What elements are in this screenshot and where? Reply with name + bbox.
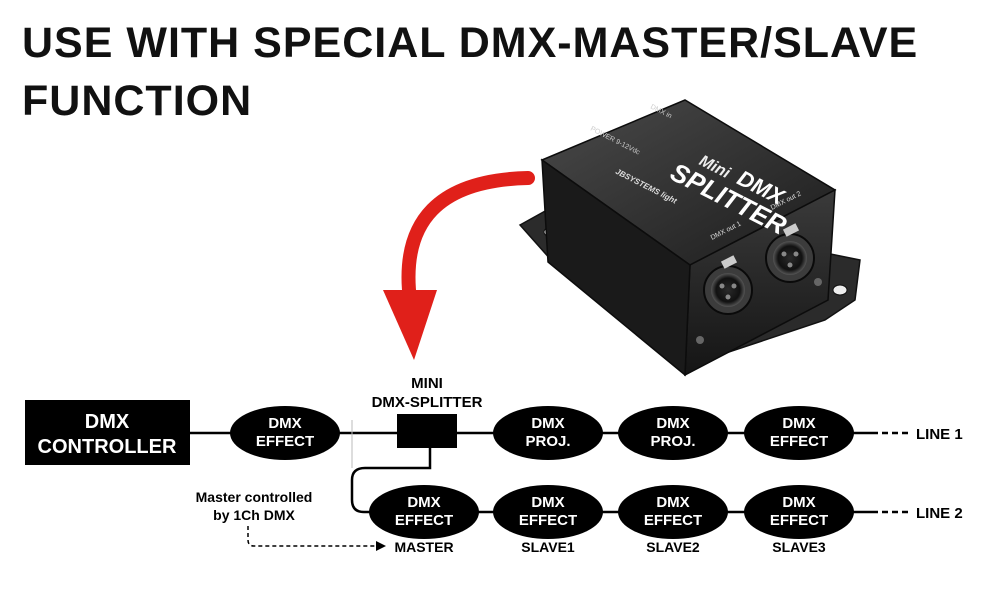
mini-dmx-splitter-device: Mini DMX SPLITTER JBSYSTEMS light POWER … xyxy=(518,99,861,377)
line1-node: DMX PROJ. xyxy=(493,406,603,460)
xlr-socket-out1 xyxy=(703,255,753,315)
node-role-label: SLAVE2 xyxy=(646,539,700,555)
line2-node: DMX EFFECT SLAVE1 xyxy=(493,485,603,555)
master-note-line2: by 1Ch DMX xyxy=(213,507,295,523)
node-top-label: DMX xyxy=(531,415,564,432)
controller-label-line2: CONTROLLER xyxy=(38,436,177,458)
line2-node: DMX EFFECT SLAVE2 xyxy=(618,485,728,555)
node-top-label: DMX xyxy=(656,415,689,432)
splitter-label-line1: MINI xyxy=(411,375,443,392)
headline: USE WITH SPECIAL DMX-MASTER/SLAVE FUNCTI… xyxy=(22,14,982,130)
node-bottom-label: EFFECT xyxy=(395,512,453,529)
node-role-label: SLAVE3 xyxy=(772,539,826,555)
line2-node: DMX EFFECT MASTER xyxy=(369,485,479,555)
node-role-label: MASTER xyxy=(394,539,453,555)
mount-hole xyxy=(832,284,848,296)
node-bottom-label: EFFECT xyxy=(519,512,577,529)
node-top-label: DMX xyxy=(268,415,301,432)
line1-node: DMX EFFECT xyxy=(230,406,340,460)
headline-line-2: FUNCTION xyxy=(22,77,253,125)
node-top-label: DMX xyxy=(782,494,815,511)
node-top-label: DMX xyxy=(531,494,564,511)
node-top-label: DMX xyxy=(407,494,440,511)
headline-line-1: USE WITH SPECIAL DMX-MASTER/SLAVE xyxy=(22,19,919,67)
splitter-label-line2: DMX-SPLITTER xyxy=(372,394,483,411)
node-top-label: DMX xyxy=(782,415,815,432)
splitter-box xyxy=(397,414,457,448)
line2-node: DMX EFFECT SLAVE3 xyxy=(744,485,854,555)
node-role-label: SLAVE1 xyxy=(521,539,575,555)
node-bottom-label: EFFECT xyxy=(770,433,828,450)
node-bottom-label: EFFECT xyxy=(770,512,828,529)
xlr-socket-out2 xyxy=(765,223,815,283)
line1-node: DMX EFFECT xyxy=(744,406,854,460)
node-bottom-label: PROJ. xyxy=(525,433,570,450)
red-curved-arrow xyxy=(383,171,535,360)
dmx-controller-box: DMX CONTROLLER xyxy=(25,400,190,465)
node-bottom-label: PROJ. xyxy=(650,433,695,450)
line1-label: LINE 1 xyxy=(916,426,963,443)
splitter-out2-cable xyxy=(350,448,432,514)
master-dashed-arrow xyxy=(247,526,386,551)
node-bottom-label: EFFECT xyxy=(644,512,702,529)
line1-node: DMX PROJ. xyxy=(618,406,728,460)
screw-icon xyxy=(814,278,822,286)
master-note-line1: Master controlled xyxy=(196,489,313,505)
screw-icon xyxy=(696,336,704,344)
line2-label: LINE 2 xyxy=(916,505,963,522)
node-top-label: DMX xyxy=(656,494,689,511)
node-bottom-label: EFFECT xyxy=(256,433,314,450)
controller-label-line1: DMX xyxy=(85,411,130,433)
